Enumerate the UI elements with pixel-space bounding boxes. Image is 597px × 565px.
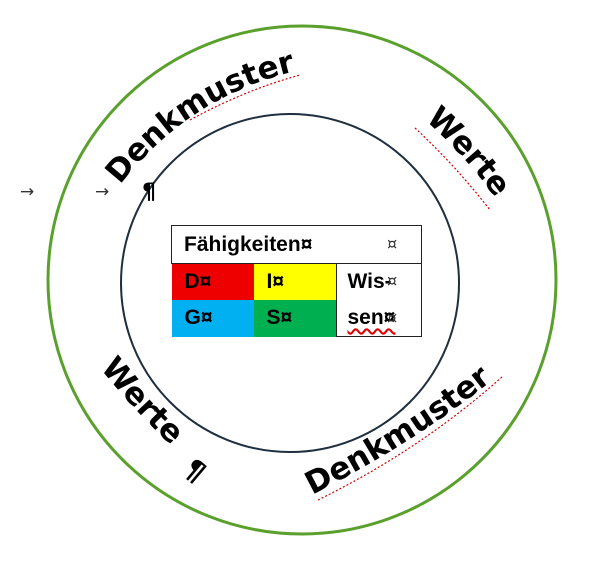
- table-header-faehigkeiten: Fähigkeiten¤: [171, 225, 422, 264]
- inner-ring: [120, 113, 460, 453]
- spellcheck-underline: [189, 74, 301, 121]
- row-end-mark-2: ¤: [387, 271, 398, 290]
- pilcrow-top-left: ¶: [142, 180, 156, 205]
- wissen-line-1: Wis-: [347, 270, 392, 293]
- wissen-line-2: sen¤: [347, 306, 396, 329]
- cell-s: S¤: [253, 300, 336, 337]
- cell-wissen: Wis- sen¤: [335, 263, 422, 337]
- cell-i: I¤: [253, 263, 336, 301]
- tab-arrow-2: →: [95, 182, 110, 202]
- pilcrow-bottom-left: ¶: [178, 452, 213, 489]
- outer-ring: [46, 24, 558, 536]
- label-denkmuster-bottom-right: Denkmuster: [299, 358, 497, 502]
- cell-g: G¤: [171, 300, 254, 337]
- cell-d: D¤: [171, 263, 254, 301]
- row-end-mark-3: ¤: [387, 308, 398, 327]
- row-end-mark-1: ¤: [387, 234, 398, 253]
- tab-arrow-1: →: [20, 182, 35, 202]
- label-werte-top-right: Werte: [420, 100, 518, 203]
- skills-table: Fähigkeiten¤ D¤ I¤ Wis- sen¤ G¤ S¤: [171, 225, 422, 337]
- label-denkmuster-top: Denkmuster: [98, 44, 298, 190]
